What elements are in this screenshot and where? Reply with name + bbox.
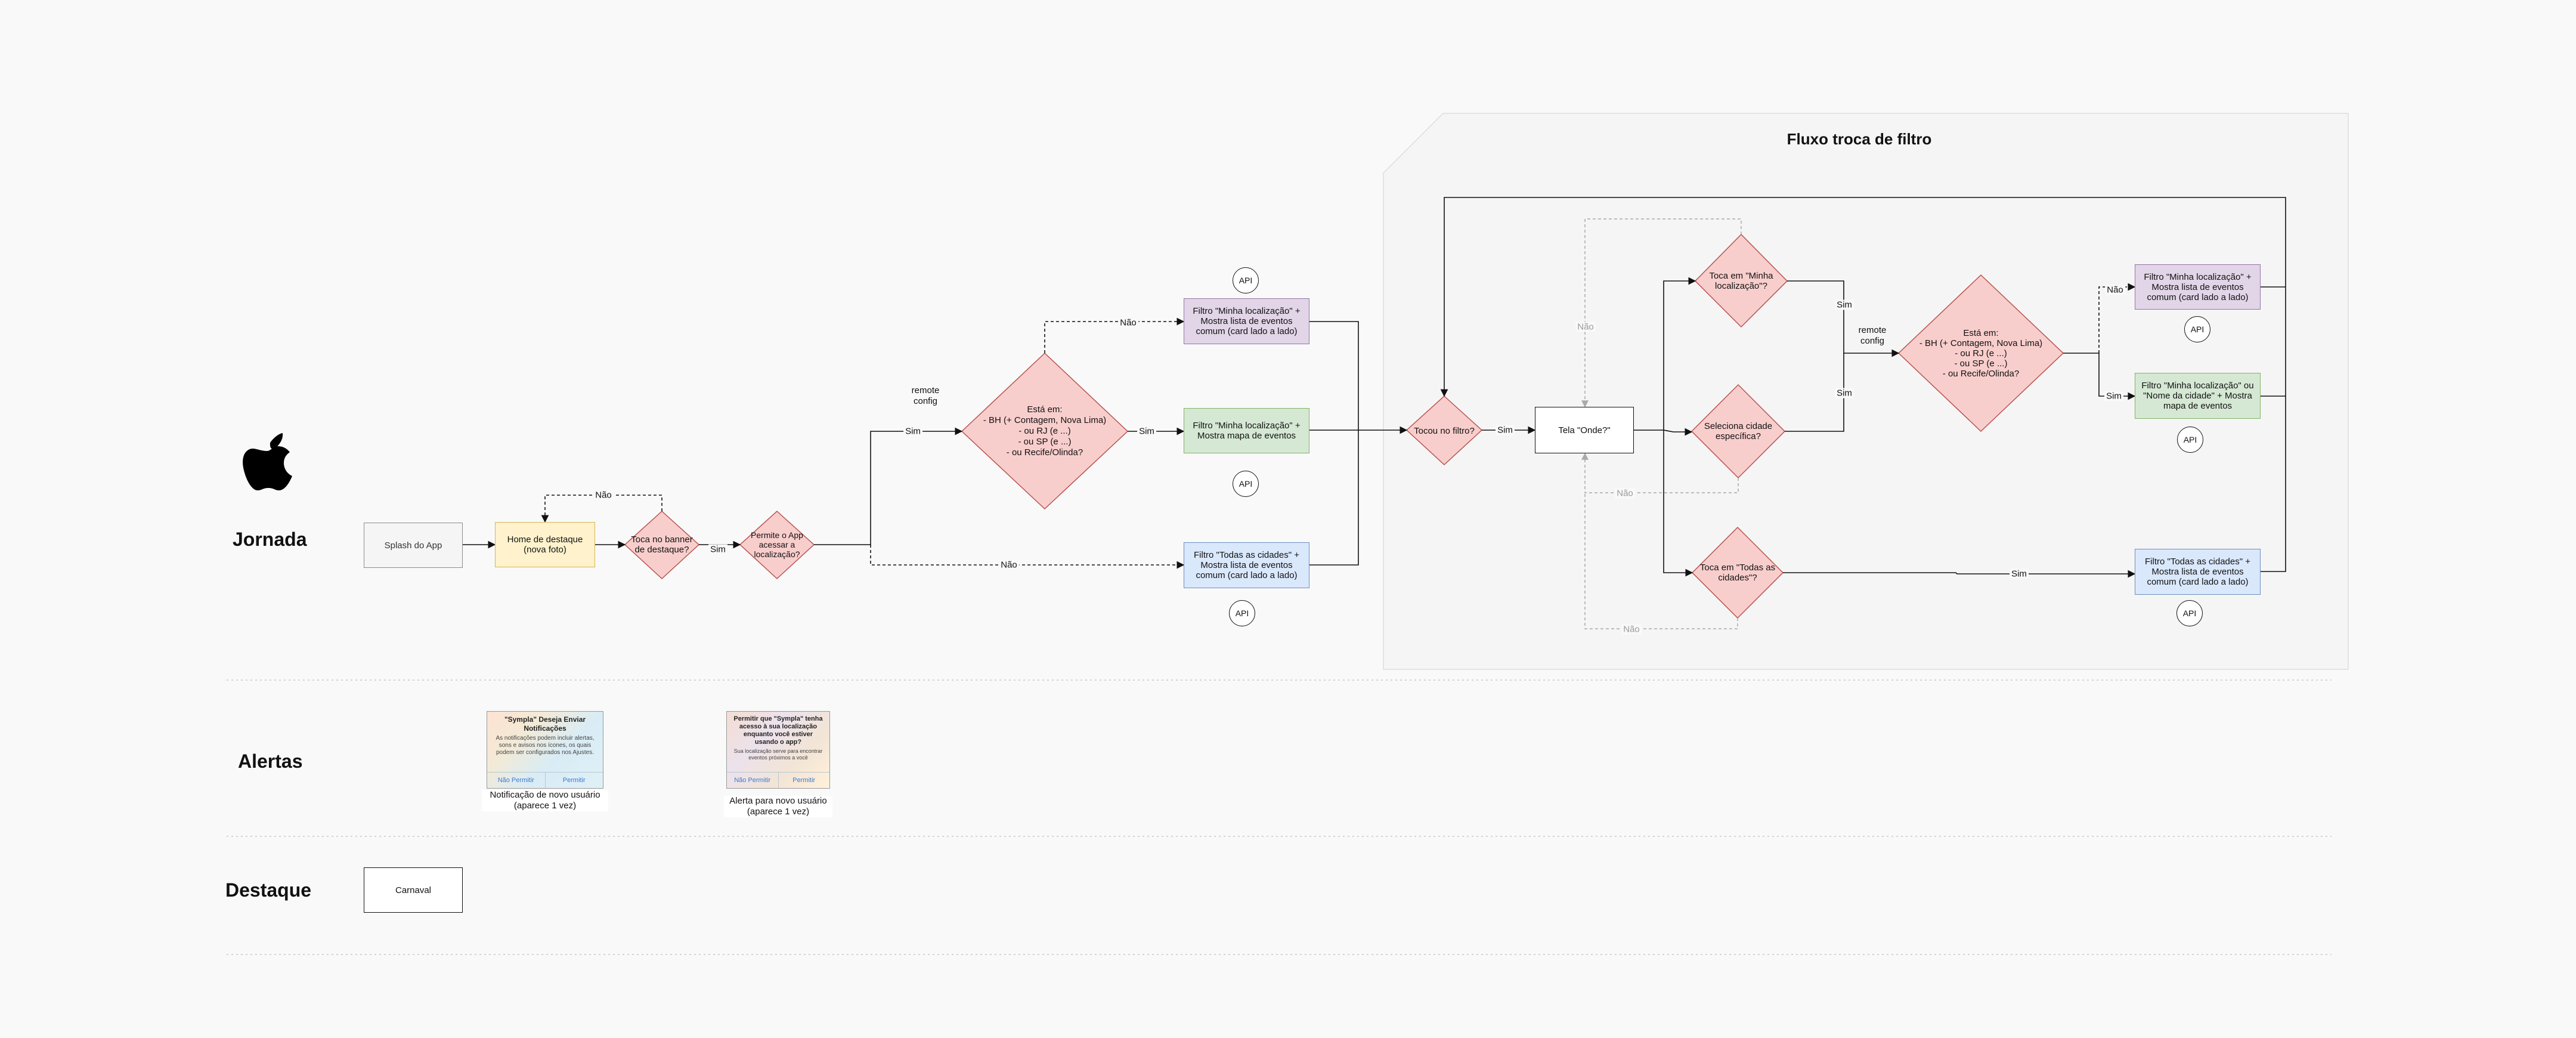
edge-label-nao: Não <box>1621 624 1642 635</box>
node-carnaval: Carnaval <box>364 867 463 913</box>
edge-banner-nao <box>541 495 662 523</box>
edge-label-nao: Não <box>1575 322 1596 332</box>
alert-title: "Sympla" Deseja Enviar Notificações <box>504 715 586 733</box>
api-badge: API <box>2177 427 2203 453</box>
edge-permite-nao <box>870 545 1185 569</box>
node-tela-onde: Tela "Onde?" <box>1535 407 1634 453</box>
edge-onde-seleciona <box>1663 428 1693 436</box>
lane-label-alertas: Alertas <box>238 750 303 772</box>
edge-label-sim: Sim <box>2104 391 2123 401</box>
edge-label-nao: Não <box>2105 285 2125 295</box>
alert-notification-mockup: "Sympla" Deseja Enviar Notificações As n… <box>487 711 603 789</box>
lane-label-destaque: Destaque <box>225 879 312 901</box>
edge-label-nao: Não <box>593 490 614 501</box>
apple-logo <box>243 433 292 490</box>
edge-label-sim: Sim <box>1496 425 1515 435</box>
node-filtro-todas-lista-2: Filtro "Todas as cidades" + Mostra lista… <box>2135 549 2261 595</box>
decision-toca-minha <box>1694 233 1788 328</box>
api-badge: API <box>1233 471 1259 497</box>
note-remote-config: remote config <box>911 385 940 406</box>
decision-esta-em-2-label: Está em: - BH (+ Contagem, Nova Lima) - … <box>1919 328 2043 379</box>
decision-tocou-filtro <box>1405 395 1483 466</box>
edge-label-sim: Sim <box>708 544 727 555</box>
alert-buttons: Não Permitir Permitir <box>727 772 829 788</box>
edge-label-sim: Sim <box>2010 569 2029 579</box>
edge-esta2-nao <box>2098 283 2136 353</box>
edge-minha-nao <box>1581 218 1742 408</box>
decision-esta-em-2 <box>1897 274 2064 432</box>
decision-banner-label: Toca no banner de destaque? <box>631 535 693 555</box>
api-badge: API <box>1229 600 1255 626</box>
decision-seleciona-label: Seleciona cidade específica? <box>1704 421 1773 441</box>
decision-toca-minha-label: Toca em "Minha localização"? <box>1709 271 1773 291</box>
edge-label-sim: Sim <box>1835 388 1854 398</box>
node-home: Home de destaque (nova foto) <box>495 522 595 567</box>
decision-toca-todas-label: Toca em "Todas as cidades"? <box>1699 563 1776 583</box>
lane-label-jornada: Jornada <box>233 529 307 550</box>
api-badge: API <box>2184 316 2210 342</box>
decision-esta-em-label: Está em: - BH (+ Contagem, Nova Lima) - … <box>983 404 1107 458</box>
api-badge: API <box>1233 267 1259 294</box>
decision-permite <box>739 510 815 580</box>
decision-tocou-filtro-label: Tocou no filtro? <box>1414 425 1475 436</box>
note-remote-config: remote config <box>1858 325 1887 346</box>
node-filtro-minha-cidade-mapa: Filtro "Minha localização" ou "Nome da c… <box>2135 373 2261 419</box>
node-filtro-minha-mapa: Filtro "Minha localização" + Mostra mapa… <box>1184 408 1309 453</box>
edge-seleciona-sim <box>1785 353 1844 432</box>
node-filtro-todas-lista: Filtro "Todas as cidades" + Mostra lista… <box>1184 542 1309 588</box>
alert-caption: Alerta para novo usuário (aparece 1 vez) <box>724 796 832 817</box>
api-badge: API <box>2176 600 2203 626</box>
node-filtro-minha-lista-2: Filtro "Minha localização" + Mostra list… <box>2135 264 2261 310</box>
edge-seleciona-nao <box>1581 452 1739 493</box>
group-title: Fluxo troca de filtro <box>1787 130 1932 148</box>
edge-label-nao: Não <box>999 560 1019 570</box>
edge-loop-back <box>1444 197 2286 572</box>
alert-allow-button[interactable]: Permitir <box>544 773 603 788</box>
edge-permite-sim <box>814 427 963 545</box>
alert-title: Permitir que "Sympla" tenha acesso à sua… <box>733 715 823 746</box>
decision-esta-em <box>961 352 1129 510</box>
alert-deny-button[interactable]: Não Permitir <box>734 776 771 784</box>
alert-body: As notificações podem incluir alertas, s… <box>496 735 595 756</box>
alert-location-mockup: Permitir que "Sympla" tenha acesso à sua… <box>726 711 830 789</box>
edge-minha-sim <box>1787 280 1900 357</box>
alert-buttons: Não Permitir Permitir <box>487 772 603 788</box>
node-filtro-minha-lista: Filtro "Minha localização" + Mostra list… <box>1184 298 1309 344</box>
edge-onde-todas <box>1663 430 1693 577</box>
node-splash: Splash do App <box>364 523 463 568</box>
edge-label-sim: Sim <box>1137 426 1156 437</box>
alert-body: Sua localização serve para encontrar eve… <box>733 748 823 761</box>
filter-flow-group <box>1383 113 2349 670</box>
edge-label-nao: Não <box>1118 317 1138 328</box>
decision-banner <box>624 510 700 580</box>
edge-esta-nao <box>1044 317 1185 353</box>
decision-permite-label: Permite o App acessar a localização? <box>751 530 803 559</box>
alert-allow-button[interactable]: Permitir <box>778 773 830 788</box>
edge-onde-minha <box>1634 277 1696 431</box>
edge-label-sim: Sim <box>1835 299 1854 310</box>
edge-todas-nao <box>1584 493 1738 629</box>
alert-caption: Notificação de novo usuário (aparece 1 v… <box>482 790 608 811</box>
edge-merge-top <box>1309 321 1359 430</box>
edge-label-nao: Não <box>1615 488 1635 499</box>
edge-label-sim: Sim <box>903 426 922 437</box>
edge-todas-sim <box>1783 570 2136 578</box>
edge-merge-bottom <box>1309 430 1359 566</box>
alert-deny-button[interactable]: Não Permitir <box>497 776 534 784</box>
